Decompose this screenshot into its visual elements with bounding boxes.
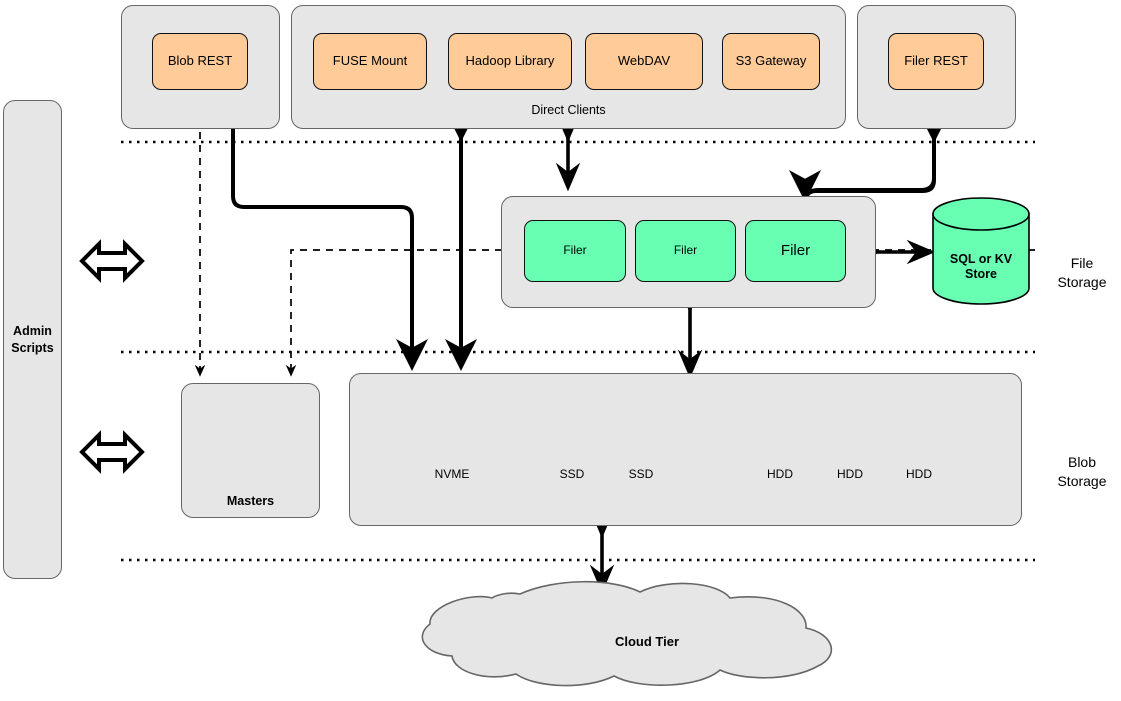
path-filerrest-to-filers-b bbox=[789, 169, 822, 202]
node-filer-1[interactable]: Filer bbox=[524, 220, 626, 282]
volume-label-hdd-1: HDD bbox=[767, 467, 793, 481]
node-filer-3-label: Filer bbox=[780, 242, 811, 260]
filer-rest-elbow bbox=[804, 111, 950, 203]
path-blobrest-to-volumes bbox=[231, 129, 428, 371]
node-filer-rest[interactable]: Filer REST bbox=[888, 33, 984, 90]
node-filer-3[interactable]: Filer bbox=[745, 220, 846, 282]
direct-clients-caption: Direct Clients bbox=[531, 103, 606, 117]
masters-group bbox=[181, 383, 320, 518]
node-filer-2[interactable]: Filer bbox=[635, 220, 736, 282]
admin-arrow-file bbox=[79, 239, 145, 283]
node-s3-gateway[interactable]: S3 Gateway bbox=[722, 33, 820, 90]
path-filerrest-elbow bbox=[804, 111, 950, 203]
node-hadoop-library[interactable]: Hadoop Library bbox=[448, 33, 572, 90]
admin-arrow-blob bbox=[79, 430, 145, 474]
file-storage-label: File Storage bbox=[1057, 254, 1107, 290]
node-webdav-label: WebDAV bbox=[617, 53, 671, 69]
node-fuse-mount-label: FUSE Mount bbox=[332, 53, 408, 69]
volume-servers-group bbox=[349, 373, 1022, 526]
node-blob-rest-label: Blob REST bbox=[167, 53, 233, 69]
volume-label-ssd-1: SSD bbox=[559, 467, 585, 481]
node-filer-rest-label: Filer REST bbox=[904, 53, 968, 69]
node-blob-rest[interactable]: Blob REST bbox=[152, 33, 248, 90]
path-filerrest-to-filers bbox=[803, 110, 950, 204]
node-filer-1-label: Filer bbox=[563, 243, 587, 258]
volume-label-nvme: NVME bbox=[434, 467, 470, 481]
volume-label-ssd-2: SSD bbox=[628, 467, 654, 481]
admin-scripts-box[interactable]: Admin Scripts bbox=[3, 100, 62, 579]
blob-storage-label: Blob Storage bbox=[1057, 453, 1107, 489]
node-webdav[interactable]: WebDAV bbox=[585, 33, 703, 90]
masters-label: Masters bbox=[226, 494, 275, 508]
node-hadoop-library-label: Hadoop Library bbox=[465, 53, 555, 69]
metastore-label: SQL or KV Store bbox=[949, 251, 1013, 282]
volume-label-hdd-2: HDD bbox=[837, 467, 863, 481]
volume-label-hdd-3: HDD bbox=[906, 467, 932, 481]
cloud-tier-label: Cloud Tier bbox=[614, 634, 680, 649]
node-fuse-mount[interactable]: FUSE Mount bbox=[313, 33, 427, 90]
node-filer-2-label: Filer bbox=[673, 243, 698, 258]
node-s3-gateway-label: S3 Gateway bbox=[735, 53, 807, 69]
admin-scripts-label: Admin Scripts bbox=[11, 324, 54, 355]
